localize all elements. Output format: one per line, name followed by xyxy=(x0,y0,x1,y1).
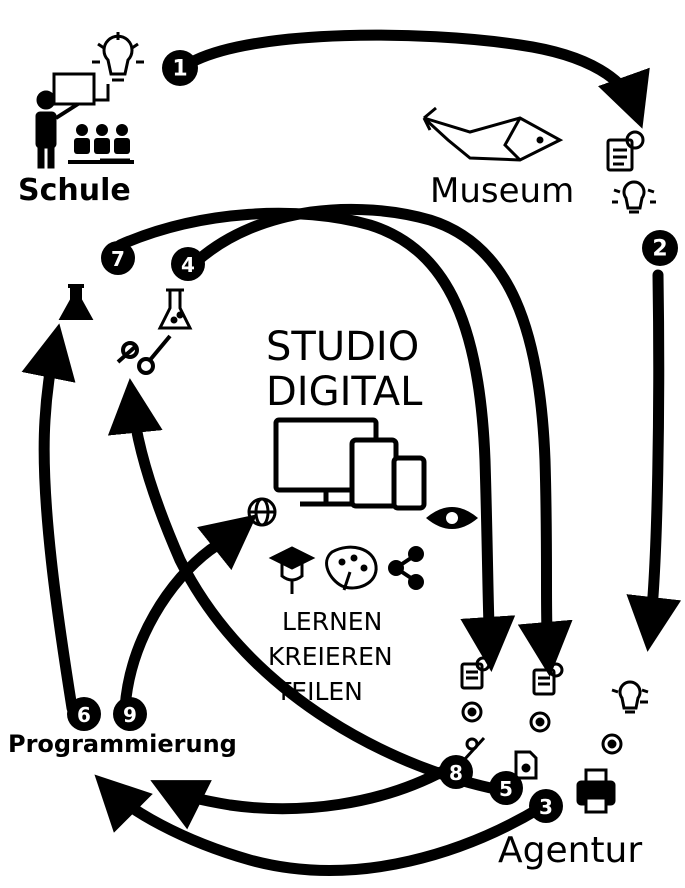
flask-icon xyxy=(157,288,193,330)
gear-icon xyxy=(461,701,483,723)
svg-text:1: 1 xyxy=(172,57,187,82)
svg-text:4: 4 xyxy=(181,253,195,277)
step-badge-9: 9 xyxy=(113,697,147,731)
arrow-5 xyxy=(107,378,506,796)
phone-icon xyxy=(391,455,427,511)
svg-text:5: 5 xyxy=(499,777,513,801)
step-badge-4: 4 xyxy=(171,247,205,281)
step-badge-5: 5 xyxy=(489,771,523,805)
studio-title-line2: DIGITAL xyxy=(266,369,423,415)
document-search-icon xyxy=(532,662,564,696)
programming-label: Programmierung xyxy=(8,730,237,758)
audience-icon xyxy=(68,124,134,164)
activity-share: TEILEN xyxy=(275,677,363,706)
arrow-4 xyxy=(190,203,573,677)
graduation-cap-icon xyxy=(268,546,316,594)
step-badge-6: 6 xyxy=(67,697,101,731)
studio-digital: STUDIO DIGITAL xyxy=(247,324,478,706)
arrow-7 xyxy=(114,207,516,672)
museum-label: Museum xyxy=(430,171,574,211)
activity-learn: LERNEN xyxy=(282,607,382,636)
document-search-icon xyxy=(460,656,491,690)
school-label: Schule xyxy=(18,173,131,208)
printer-icon xyxy=(576,768,616,814)
gear-icon xyxy=(601,733,623,755)
arrow-1 xyxy=(190,29,650,129)
lightbulb-icon xyxy=(611,680,649,714)
arrow-2 xyxy=(626,269,682,652)
file-icon xyxy=(514,750,538,780)
svg-text:3: 3 xyxy=(539,795,553,819)
step-badge-8: 8 xyxy=(439,755,473,789)
flask-icon xyxy=(58,284,94,320)
agency-label: Agentur xyxy=(498,830,642,871)
scissors-icon xyxy=(116,334,172,375)
gear-icon xyxy=(529,711,551,733)
studio-title-line1: STUDIO xyxy=(266,324,419,370)
whale-icon xyxy=(422,106,564,162)
arrow-6 xyxy=(21,323,78,714)
share-icon xyxy=(388,546,424,590)
school-group: Schule xyxy=(18,32,144,208)
svg-text:6: 6 xyxy=(77,703,91,727)
svg-text:9: 9 xyxy=(123,703,137,727)
svg-text:7: 7 xyxy=(111,247,125,271)
document-search-icon xyxy=(606,130,645,172)
step-badge-2: 2 xyxy=(642,230,678,266)
step-badge-1: 1 xyxy=(162,50,198,86)
lightbulb-icon xyxy=(92,32,144,102)
flow-arrows xyxy=(21,29,682,876)
palette-icon xyxy=(325,545,378,591)
presenter-icon xyxy=(35,72,96,169)
tablet-icon xyxy=(349,437,399,509)
eye-icon xyxy=(426,507,478,529)
step-badge-3: 3 xyxy=(529,789,563,823)
arrow-9 xyxy=(119,514,258,714)
step-badges: 1 2 3 4 5 6 7 8 xyxy=(67,50,678,823)
step-badge-7: 7 xyxy=(101,241,135,275)
activity-create: KREIEREN xyxy=(268,642,393,671)
svg-text:8: 8 xyxy=(449,761,463,785)
globe-icon xyxy=(247,497,277,527)
svg-text:2: 2 xyxy=(652,237,667,262)
lightbulb-icon xyxy=(612,180,656,214)
museum-group: Museum xyxy=(422,106,656,214)
arrow-3 xyxy=(94,774,546,876)
arrow-8 xyxy=(150,764,451,830)
agency-tools xyxy=(455,656,649,814)
